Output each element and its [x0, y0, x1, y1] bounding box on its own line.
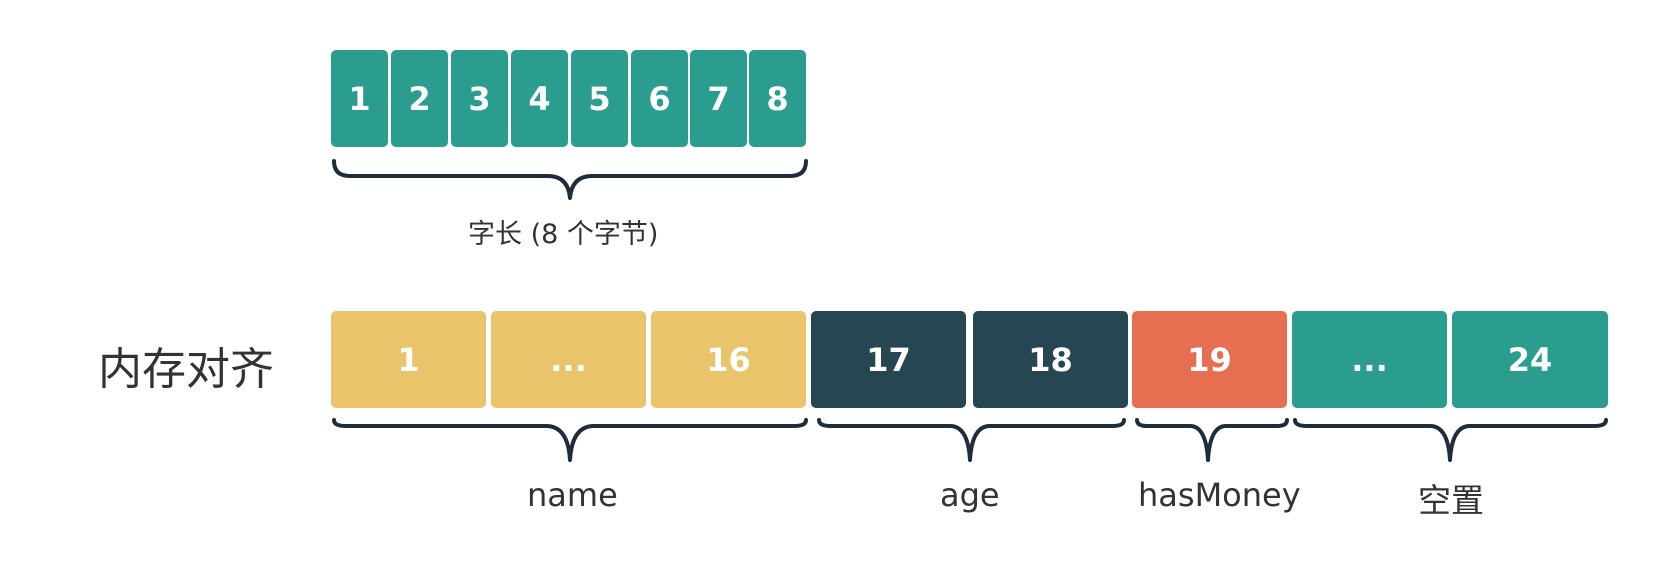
age-label: age [940, 476, 1000, 514]
hasmoney-byte-cell: 19 [1132, 311, 1287, 408]
age-byte-cell: 18 [973, 311, 1128, 408]
age-brace [817, 418, 1126, 462]
word-byte-cell: 1 [331, 50, 388, 147]
name-label: name [527, 476, 618, 514]
word-byte-cell: 8 [749, 50, 806, 147]
padding-label: 空置 [1418, 481, 1484, 520]
word-byte-cell: 6 [631, 50, 688, 147]
age-byte-cell: 17 [811, 311, 966, 408]
word-byte-cell: 3 [451, 50, 508, 147]
word-size-brace [332, 159, 808, 200]
name-byte-cell: ... [491, 311, 646, 408]
name-byte-cell: 1 [331, 311, 486, 408]
word-byte-cell: 4 [511, 50, 568, 147]
alignment-title: 内存对齐 [98, 344, 274, 395]
word-byte-cell: 2 [391, 50, 448, 147]
name-byte-cell: 16 [651, 311, 806, 408]
hasmoney-label: hasMoney [1138, 476, 1301, 514]
hasmoney-brace [1135, 418, 1289, 462]
word-byte-cell: 7 [690, 50, 747, 147]
padding-byte-cell: ... [1292, 311, 1447, 408]
name-brace [332, 418, 808, 462]
word-byte-cell: 5 [571, 50, 628, 147]
padding-byte-cell: 24 [1452, 311, 1608, 408]
word-size-caption: 字长 (8 个字节) [468, 219, 659, 250]
padding-brace [1293, 418, 1608, 462]
